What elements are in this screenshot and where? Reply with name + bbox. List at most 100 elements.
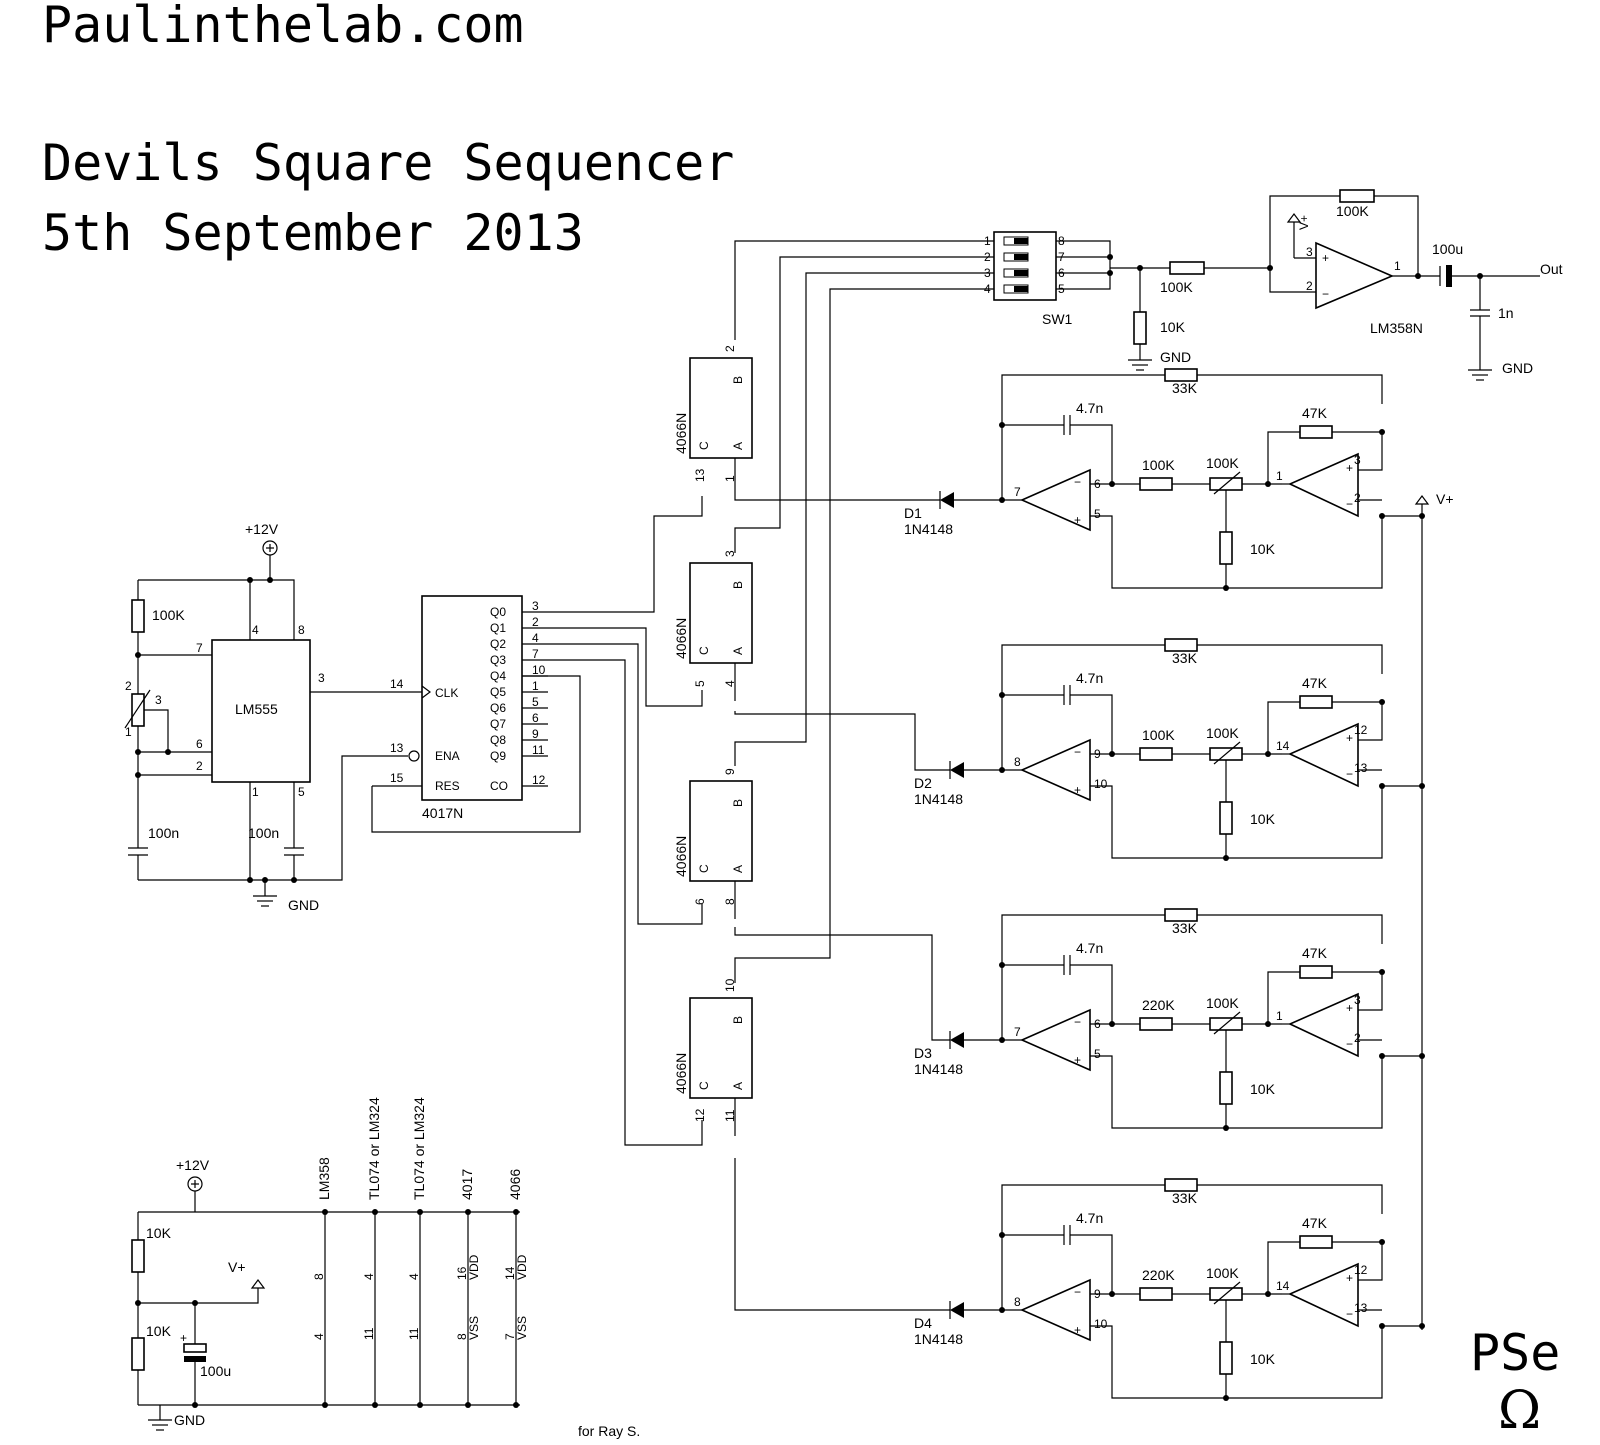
svg-text:−: −	[1322, 287, 1329, 301]
cap-4-7n-4: 4.7n	[1076, 1210, 1103, 1226]
diode-part-2: 1N4148	[914, 791, 963, 807]
svg-text:4: 4	[407, 1273, 421, 1280]
svg-text:7: 7	[1014, 485, 1021, 499]
svg-text:RES: RES	[435, 779, 460, 793]
svg-text:13: 13	[1354, 1301, 1368, 1315]
diode-ref-2: D2	[914, 775, 932, 791]
r-33k-3: 33K	[1172, 920, 1198, 936]
svg-text:1: 1	[1276, 469, 1283, 483]
svg-text:Ω: Ω	[1498, 1381, 1541, 1441]
svg-text:8: 8	[455, 1333, 469, 1340]
cd4017-pin-co: 12	[532, 773, 546, 787]
svg-text:13: 13	[1354, 761, 1368, 775]
svg-text:+: +	[1074, 783, 1081, 797]
svg-text:C: C	[697, 864, 711, 873]
svg-text:+: +	[1346, 461, 1353, 475]
cd4017-output-q5: Q5	[490, 685, 506, 699]
svg-text:8: 8	[1014, 755, 1021, 769]
svg-text:2: 2	[1354, 491, 1361, 505]
gnd-label-power: GND	[174, 1412, 205, 1428]
v12-label-power: +12V	[176, 1157, 210, 1173]
pot-100k-3: 100K	[1206, 995, 1239, 1011]
svg-text:−: −	[1074, 1015, 1081, 1029]
svg-text:14: 14	[1276, 1279, 1290, 1293]
svg-text:8: 8	[312, 1273, 326, 1280]
svg-text:−: −	[1346, 497, 1353, 511]
svg-text:4: 4	[984, 282, 991, 296]
c-ctrl-100n: 100n	[248, 825, 279, 841]
svg-text:1: 1	[1276, 1009, 1283, 1023]
cd4017-output-q0: Q0	[490, 605, 506, 619]
cd4066-label: 4066N	[673, 836, 689, 877]
cd4017-pin-q6: 5	[532, 695, 539, 709]
lm358-output-stage: +− 321 LM358N 100K V+ 100u Out 1n GND	[1267, 189, 1563, 381]
svg-text:+: +	[1074, 513, 1081, 527]
cd4017-output-q4: Q4	[490, 669, 506, 683]
svg-text:4: 4	[362, 1273, 376, 1280]
svg-text:PSe: PSe	[1470, 1324, 1560, 1382]
diode-ref-3: D3	[914, 1045, 932, 1061]
gnd-label-555: GND	[288, 897, 319, 913]
cd4017-output-q7: Q7	[490, 717, 506, 731]
svg-text:6: 6	[693, 898, 707, 905]
svg-text:14: 14	[503, 1266, 517, 1280]
svg-text:10: 10	[1094, 777, 1108, 791]
svg-text:VDD: VDD	[515, 1254, 529, 1280]
svg-text:3: 3	[723, 550, 737, 557]
gnd-label-mix: GND	[1160, 349, 1191, 365]
cap-4-7n-1: 4.7n	[1076, 400, 1103, 416]
diode-part-3: 1N4148	[914, 1061, 963, 1077]
c-out-100u: 100u	[1432, 241, 1463, 257]
svg-text:1: 1	[723, 475, 737, 482]
cd4017-pin-q7: 6	[532, 711, 539, 725]
cd4017-output-co: CO	[490, 779, 508, 793]
svg-text:−: −	[1074, 745, 1081, 759]
svg-text:B: B	[731, 1016, 745, 1024]
sw-routing	[734, 240, 994, 983]
svg-text:16: 16	[455, 1266, 469, 1280]
cd4066-label: 4066N	[673, 618, 689, 659]
svg-text:5: 5	[1094, 507, 1101, 521]
cd4017-chip	[421, 595, 523, 801]
svg-text:8: 8	[298, 623, 305, 637]
cd4017-pin-q5: 1	[532, 679, 539, 693]
r-div2-10k: 10K	[146, 1323, 172, 1339]
cap-4-7n-3: 4.7n	[1076, 940, 1103, 956]
svg-text:VSS: VSS	[467, 1316, 481, 1340]
svg-text:+: +	[1074, 1053, 1081, 1067]
pot-100k-2: 100K	[1206, 725, 1239, 741]
cd4017-pin-q3: 7	[532, 647, 539, 661]
svg-text:+: +	[1346, 1271, 1353, 1285]
svg-text:3: 3	[318, 671, 325, 685]
svg-text:8: 8	[723, 898, 737, 905]
r-div1-10k: 10K	[146, 1225, 172, 1241]
cd4017-output-q1: Q1	[490, 621, 506, 635]
diode-part-4: 1N4148	[914, 1331, 963, 1347]
r-10k-4: 10K	[1250, 1351, 1276, 1367]
svg-text:A: A	[731, 442, 745, 450]
svg-text:7: 7	[1014, 1025, 1021, 1039]
r-33k-4: 33K	[1172, 1190, 1198, 1206]
svg-text:12: 12	[1354, 723, 1368, 737]
svg-text:B: B	[731, 581, 745, 589]
cd4017-output-q2: Q2	[490, 637, 506, 651]
svg-text:2: 2	[196, 759, 203, 773]
svg-text:B: B	[731, 376, 745, 384]
svg-text:1: 1	[984, 234, 991, 248]
r-33k-2: 33K	[1172, 650, 1198, 666]
svg-text:2: 2	[1354, 1031, 1361, 1045]
r-series-4: 220K	[1142, 1267, 1175, 1283]
svg-text:−: −	[1346, 1307, 1353, 1321]
svg-text:C: C	[697, 441, 711, 450]
cd4017-output-q9: Q9	[490, 749, 506, 763]
r-47k-3: 47K	[1302, 945, 1328, 961]
